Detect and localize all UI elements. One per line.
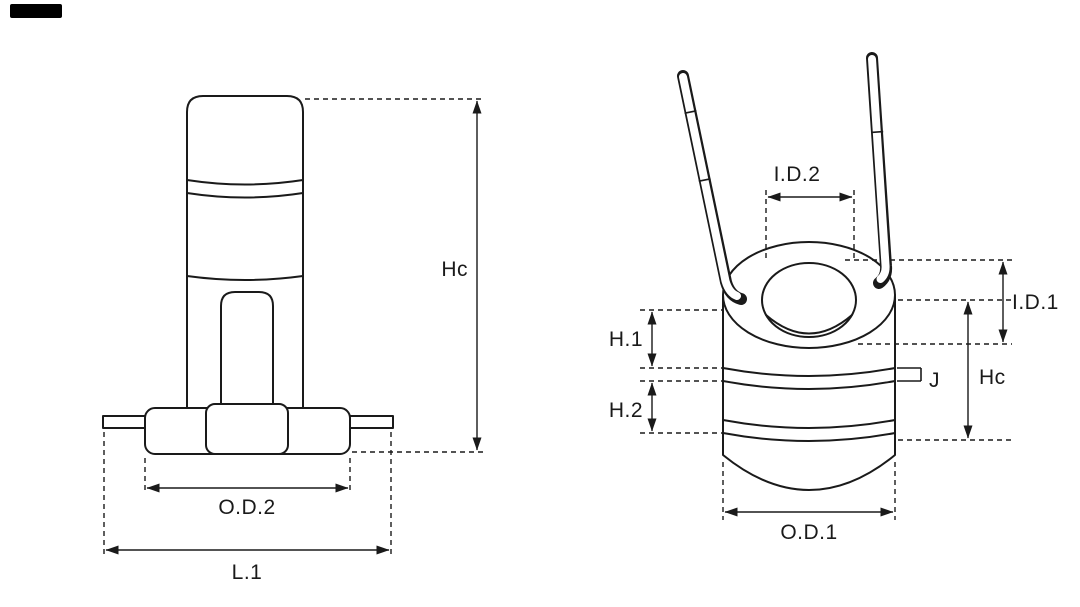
side-view-part [102, 95, 394, 455]
dimension-label-id2: I.D.2 [774, 163, 821, 186]
dimension-label-h1: H.1 [609, 328, 643, 351]
corner-logo-fragment [10, 4, 62, 18]
dimension-label-j: J [929, 369, 940, 392]
dimension-label-h2: H.2 [609, 399, 643, 422]
tab-left [102, 415, 150, 429]
groove2-top-line [722, 419, 896, 429]
groove1-bottom-line [722, 380, 896, 390]
slot-outline [220, 291, 274, 411]
side-view-dimensions: Hc O.D.2 L.1 [103, 98, 484, 584]
dimension-label-id1: I.D.1 [1012, 291, 1059, 314]
groove1-top-line [722, 367, 896, 377]
dimension-label-od2: O.D.2 [218, 496, 275, 519]
lead-wire-right [866, 52, 893, 289]
left-wire-crimp-line-1 [684, 110, 697, 114]
groove-line-lower [186, 192, 304, 199]
dimension-label-l1: L.1 [232, 561, 263, 584]
groove-line-upper [186, 179, 304, 186]
dimension-label-od1: O.D.1 [780, 521, 837, 544]
perspective-view: I.D.2 I.D.1 Hc H.1 H [609, 52, 1059, 544]
side-view: Hc O.D.2 L.1 [102, 95, 484, 584]
left-wire-crimp-line-2 [698, 178, 711, 182]
dimension-label-hc-side: Hc [441, 258, 468, 281]
perspective-view-part [722, 241, 896, 491]
shaft-body [186, 95, 304, 412]
perspective-view-dimensions: I.D.2 I.D.1 Hc H.1 H [609, 163, 1059, 544]
lead-wire-left [677, 70, 747, 305]
hub [205, 403, 289, 455]
left-wire-core [679, 73, 741, 300]
bore-opening [761, 262, 857, 338]
right-wire-crimp-line [871, 130, 884, 134]
lead-wires [677, 52, 893, 305]
groove2-bottom-line [722, 432, 896, 442]
right-wire-core [868, 55, 890, 283]
tab-right [346, 415, 394, 429]
body-step-line [186, 275, 304, 281]
cylinder-body [722, 294, 896, 491]
bore-inner-wall [765, 314, 853, 335]
dimension-label-hc-perspective: Hc [979, 366, 1006, 389]
cylinder-top-face [722, 241, 896, 349]
